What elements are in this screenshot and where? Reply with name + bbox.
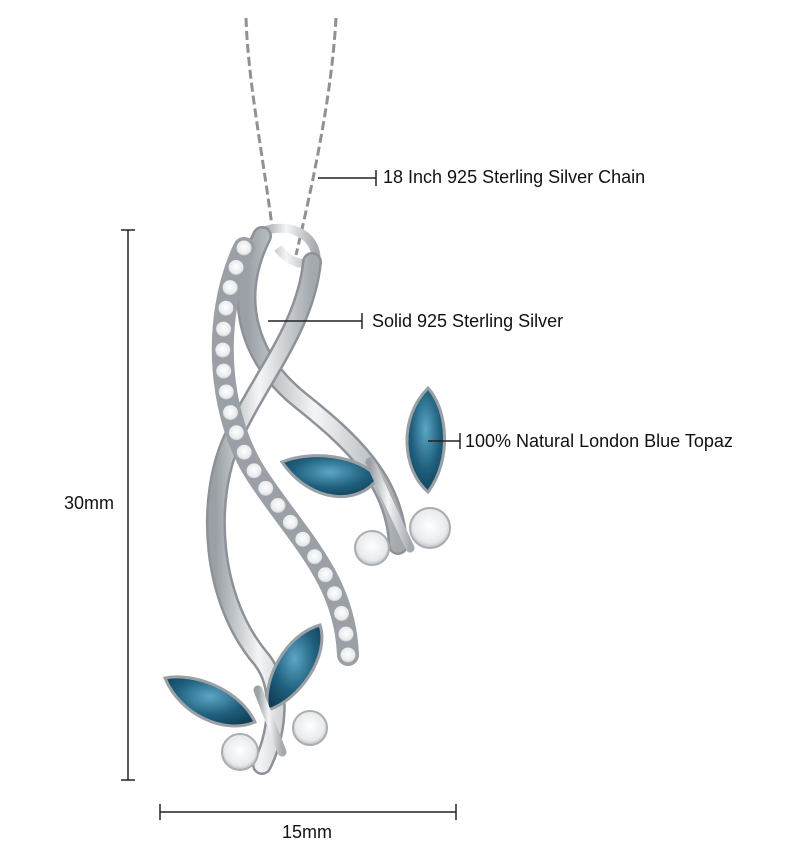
pave-stone [339, 646, 357, 664]
height-dimension-line [121, 229, 135, 781]
metal-label: Solid 925 Sterling Silver [372, 311, 564, 331]
pave-stone [326, 585, 344, 603]
pave-stone [257, 479, 275, 497]
chain-label: 18 Inch 925 Sterling Silver Chain [383, 167, 646, 187]
pave-stone [235, 443, 253, 461]
lower-butterfly [162, 623, 328, 771]
pave-stone [217, 383, 235, 401]
topaz-stone [162, 675, 258, 728]
height-label: 30mm [64, 493, 115, 513]
chain [244, 17, 338, 256]
callout-lines [268, 170, 461, 449]
pave-stone [221, 279, 239, 297]
pave-stone [235, 239, 253, 257]
pave-stone [215, 320, 233, 338]
pave-stone [214, 341, 232, 359]
pave-stone [269, 496, 287, 514]
pave-stone [221, 404, 239, 422]
pave-stone [306, 548, 324, 566]
pave-stone [281, 513, 299, 531]
pave-stone [337, 625, 355, 643]
topaz-stone [405, 385, 446, 495]
pave-stone [215, 362, 233, 380]
width-dimension-line [159, 804, 457, 820]
topaz-stone [265, 623, 324, 712]
pave-stone [217, 299, 235, 317]
pave-stone [227, 258, 245, 276]
gemstone-label: 100% Natural London Blue Topaz [465, 431, 733, 451]
pave-stone [245, 462, 263, 480]
pave-stone [227, 424, 245, 442]
cz-stone [221, 733, 259, 771]
silver-ribbon [205, 226, 408, 775]
pave-stone [332, 605, 350, 623]
cz-stone [292, 710, 328, 746]
width-label: 15mm [282, 822, 333, 842]
upper-butterfly [279, 385, 451, 566]
cz-stone [354, 530, 390, 566]
cz-stone [409, 507, 451, 549]
pave-stone [294, 530, 312, 548]
pave-stone [316, 566, 334, 584]
pave-stones [214, 239, 357, 664]
